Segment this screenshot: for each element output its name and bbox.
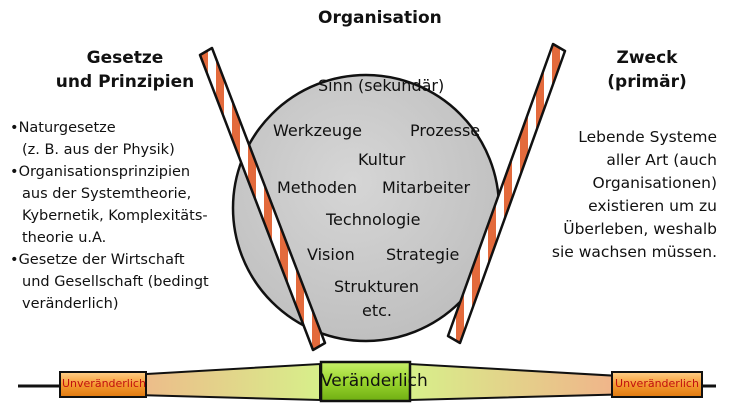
right-text-line: existieren um zu [588,197,717,215]
circle-item-technologie: Technologie [326,210,421,229]
left-barrier-post [198,46,327,352]
right-end-box [611,371,703,398]
right-text-line: aller Art (auch [606,151,717,169]
list-item: •Naturgesetze [10,120,116,136]
right-barrier-post [446,42,567,345]
list-item-line: veränderlich) [22,296,119,312]
right-heading: Zweck (primär) [592,46,702,94]
right-text-line: Lebende Systeme [578,128,717,146]
right-text-line: Überleben, weshalb [563,220,717,238]
right-text-line: sie wachsen müssen. [551,243,717,261]
left-heading: Gesetze und Prinzipien [55,46,195,94]
list-item-line: Kybernetik, Komplexitäts- [22,208,208,224]
list-item-line: und Gesellschaft (bedingt [22,274,209,290]
circle-item-vision: Vision [307,245,355,264]
list-item: •Organisationsprinzipien [10,164,191,180]
right-end-label: Unveränderlich [615,377,699,390]
page-title: Organisation [318,8,442,28]
left-heading-line: und Prinzipien [55,72,195,92]
circle-item-werkzeuge: Werkzeuge [273,121,362,140]
circle-item-prozesse: Prozesse [410,121,481,140]
circle-item-strukturen: Strukturen [334,277,420,296]
list-item-line: (z. B. aus der Physik) [22,142,175,158]
list-item: •Gesetze der Wirtschaft [10,252,185,268]
left-end-label: Unveränderlich [62,377,146,390]
right-text: Lebende Systeme aller Art (auch Organisa… [552,126,717,264]
right-text-line: Organisationen) [592,174,717,192]
circle-item-mitarbeiter: Mitarbeiter [382,178,471,197]
bottom-bar [18,360,716,403]
right-heading-line: Zweck [616,48,678,68]
left-bullet-list: •Naturgesetze (z. B. aus der Physik) •Or… [10,117,209,315]
center-label: Veränderlich [321,371,428,391]
circle-item-sinn: Sinn (sekundär) [318,76,445,95]
center-box [319,360,412,403]
circle-item-etc: etc. [362,301,392,320]
circle-item-methoden: Methoden [277,178,357,197]
left-heading-line: Gesetze [86,48,164,68]
right-heading-line: (primär) [607,72,687,92]
left-end-box [59,371,147,398]
circle-item-strategie: Strategie [386,245,460,264]
circle-item-kultur: Kultur [358,150,406,169]
list-item-line: aus der Systemtheorie, [22,186,192,202]
list-item-line: theorie u.A. [22,230,107,246]
